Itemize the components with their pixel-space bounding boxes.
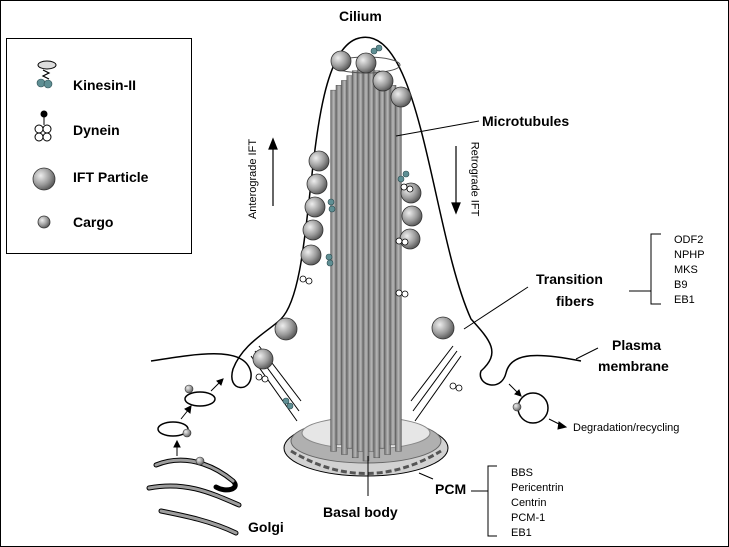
microtubule (395, 90, 401, 451)
legend-kinesin-label: Kinesin-II (73, 77, 136, 93)
microtubule (374, 71, 380, 458)
anterograde-arrow (269, 139, 277, 206)
pcm-protein-item: BBS (511, 466, 564, 481)
kinesin-icon (37, 61, 56, 88)
retrograde-arrow (452, 146, 460, 213)
retrograde-label: Retrograde IFT (468, 142, 480, 217)
microtubule (358, 66, 364, 452)
microtubule (368, 66, 374, 452)
plasma-label-line1: Plasma (612, 337, 661, 353)
pcm-protein-item: EB1 (511, 526, 564, 541)
microtubule (385, 80, 391, 454)
legend-box: Kinesin-II Dynein IFT Particle Cargo (6, 38, 192, 254)
anterograde-label: Anterograde IFT (247, 139, 259, 219)
pcm-leader-line (419, 473, 433, 479)
legend-ift-label: IFT Particle (73, 169, 148, 185)
transition-protein-item: B9 (674, 278, 705, 293)
microtubule (341, 80, 347, 454)
microtubule (336, 85, 342, 445)
microtubule (352, 71, 358, 458)
pcm-label: PCM (435, 481, 466, 497)
transition-bracket (629, 234, 661, 304)
cilium-title: Cilium (339, 8, 382, 24)
transition-protein-item: EB1 (674, 293, 705, 308)
microtubule (363, 61, 369, 461)
pcm-protein-item: PCM-1 (511, 511, 564, 526)
transition-fibers-leader-line (464, 287, 528, 329)
microtubules-leader-line (396, 121, 479, 136)
microtubule-bundle (331, 57, 402, 461)
cargo-icon (38, 216, 50, 228)
microtubule (390, 85, 396, 445)
transition-label-line1: Transition (536, 271, 603, 287)
dynein-icon (35, 111, 51, 141)
pcm-protein-item: Centrin (511, 496, 564, 511)
transition-protein-list: ODF2NPHPMKSB9EB1 (674, 233, 705, 308)
plasma-membrane-leader-line (576, 348, 598, 359)
golgi-label: Golgi (248, 519, 284, 535)
microtubule (347, 76, 353, 449)
microtubule (379, 76, 385, 449)
legend-dynein-label: Dynein (73, 122, 120, 138)
ift-particle-icon (33, 168, 55, 190)
microtubule (331, 90, 337, 451)
transition-label-line2: fibers (556, 293, 594, 309)
microtubules-label: Microtubules (482, 113, 569, 129)
transition-protein-item: MKS (674, 263, 705, 278)
basal-body-label: Basal body (323, 504, 398, 520)
pcm-protein-list: BBSPericentrinCentrinPCM-1EB1 (511, 466, 564, 541)
pcm-bracket (471, 466, 497, 536)
degradation-label: Degradation/recycling (573, 422, 679, 434)
transition-protein-item: ODF2 (674, 233, 705, 248)
golgi-apparatus (149, 460, 239, 533)
transition-protein-item: NPHP (674, 248, 705, 263)
legend-cargo-label: Cargo (73, 214, 113, 230)
plasma-label-line2: membrane (598, 358, 669, 374)
pcm-protein-item: Pericentrin (511, 481, 564, 496)
